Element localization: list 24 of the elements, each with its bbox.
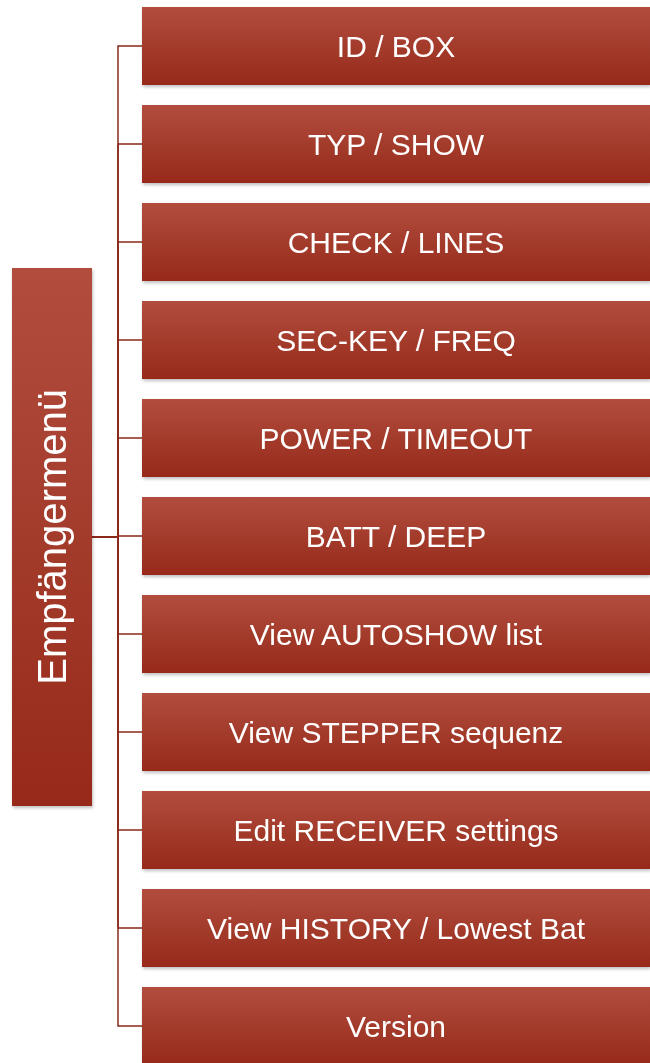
- menu-label: BATT / DEEP: [305, 519, 487, 553]
- menu-label: View HISTORY / Lowest Bat: [207, 911, 585, 945]
- menu-box: [142, 889, 650, 967]
- menu-box: [142, 595, 650, 673]
- menu-label: ID / BOX: [336, 29, 456, 63]
- menu-box: [142, 987, 650, 1063]
- menu-label: Empfängermenü: [30, 389, 74, 685]
- menu-label: View STEPPER sequenz: [228, 715, 564, 749]
- menu-label: SEC-KEY / FREQ: [276, 323, 516, 357]
- menu-box: [142, 497, 650, 575]
- menu-box: [142, 203, 650, 281]
- menu-label: View AUTOSHOW list: [249, 617, 543, 651]
- menu-label: POWER / TIMEOUT: [259, 421, 533, 455]
- menu-label: Version: [345, 1009, 447, 1043]
- menu-box: [142, 7, 650, 85]
- menu-label: CHECK / LINES: [287, 225, 505, 259]
- menu-label: TYP / SHOW: [307, 127, 485, 161]
- menu-box: [142, 301, 650, 379]
- menu-box: [142, 693, 650, 771]
- menu-box: [142, 399, 650, 477]
- menu-box: [142, 791, 650, 869]
- menu-box: [12, 268, 92, 806]
- menu-box: [142, 105, 650, 183]
- menu-label: Edit RECEIVER settings: [233, 813, 559, 847]
